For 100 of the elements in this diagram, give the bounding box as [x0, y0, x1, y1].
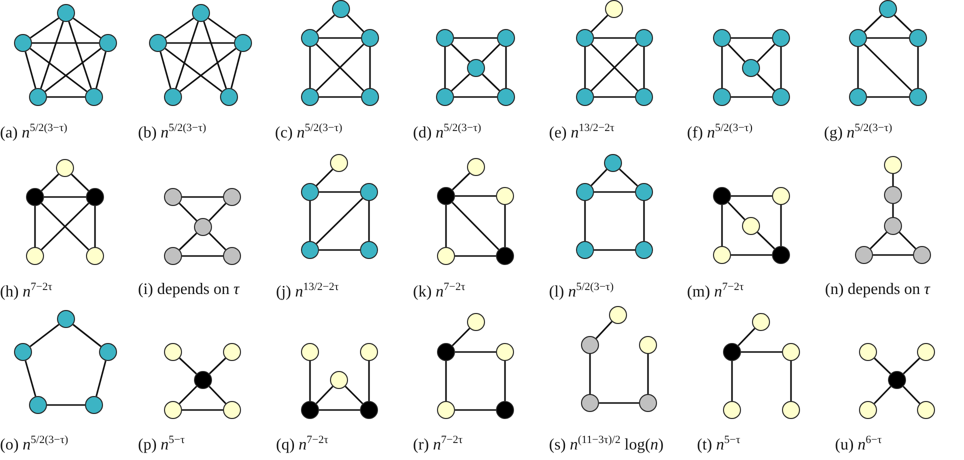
graph-edge — [444, 47, 446, 88]
graph-edge — [451, 74, 470, 92]
graph-edge — [316, 386, 334, 404]
graph-edge — [756, 232, 776, 250]
graph-edge — [731, 37, 772, 39]
graph-vertex — [909, 29, 927, 47]
graph-vertex — [496, 401, 514, 419]
graph-edge — [594, 249, 635, 251]
graph-edge — [867, 37, 909, 39]
graph-vertex — [164, 343, 182, 361]
graph-vertex — [772, 187, 790, 205]
graph-edge — [596, 321, 612, 339]
graph-edge — [164, 48, 222, 92]
graph-edge — [594, 191, 635, 193]
graph-vertex — [855, 246, 873, 264]
graph-edge — [619, 168, 638, 186]
graph-edge — [182, 255, 223, 257]
graph-vertex — [194, 218, 212, 236]
graph-edge — [95, 52, 107, 88]
graph-vertex — [360, 241, 378, 259]
graph-vertex — [360, 183, 378, 201]
graph-edge — [70, 174, 90, 192]
crossing-edges — [40, 202, 90, 250]
graph-vertex — [742, 59, 760, 77]
graph-vertex — [361, 29, 379, 47]
graph-edge — [182, 196, 223, 198]
graph-vertex — [437, 187, 455, 205]
graph-vertex — [57, 4, 75, 22]
graph-edge — [594, 37, 635, 39]
graph-edge — [24, 360, 36, 397]
graph-vertex — [635, 29, 653, 47]
graph-vertex — [496, 187, 514, 205]
graph-edge — [482, 74, 500, 92]
graph-vertex — [360, 343, 378, 361]
graph-vertex — [635, 88, 653, 106]
graph-edge — [180, 48, 236, 92]
graph-edge — [721, 205, 723, 246]
graph-edge — [731, 96, 772, 98]
graph-vertex — [581, 394, 599, 412]
graph-edge — [208, 386, 226, 404]
graph-edge — [346, 14, 364, 32]
graph-vertex — [772, 246, 790, 264]
graph-edge — [208, 18, 236, 38]
graph-vertex — [361, 88, 379, 106]
graph-vertex — [913, 246, 931, 264]
graph-edge — [894, 14, 912, 32]
graph-vertex — [301, 241, 319, 259]
graph-edge — [319, 249, 360, 251]
subfigure-caption: (e) n$^{13/2−2τ}$ — [549, 122, 614, 142]
graph-vertex — [576, 88, 594, 106]
graph-edge — [30, 324, 60, 348]
graph-edge — [452, 328, 470, 346]
graph-vertex — [772, 88, 790, 106]
graph-edge — [647, 354, 649, 394]
graph-edge — [643, 201, 645, 241]
subfigure-caption: (c) n$^{5/2(3−τ)}$ — [275, 122, 342, 142]
graph-edge — [874, 358, 892, 374]
graph-vertex — [56, 159, 74, 177]
graph-vertex — [782, 343, 800, 361]
graph-vertex — [301, 88, 319, 106]
graph-edge — [178, 386, 198, 404]
graph-edge — [47, 404, 85, 406]
graph-edge — [452, 202, 500, 250]
graph-vertex — [723, 343, 741, 361]
graph-edge — [857, 47, 859, 88]
subfigure-caption: (r) n$^{7−2τ}$ — [413, 434, 463, 454]
graph-edge — [167, 42, 234, 44]
graph-vertex — [576, 29, 594, 47]
graph-vertex — [149, 34, 167, 52]
graph-edge — [344, 386, 364, 404]
subfigure-caption: (d) n$^{5/2(3−τ)}$ — [413, 122, 482, 142]
graph-edge — [874, 386, 892, 404]
graph-vertex — [164, 401, 182, 419]
graph-edge — [780, 47, 782, 88]
graph-edge — [68, 21, 92, 89]
graph-edge — [892, 204, 894, 217]
graph-edge — [864, 14, 882, 32]
graph-edge — [175, 21, 199, 89]
graph-edge — [319, 37, 361, 39]
subfigure-caption: (k) n$^{7−2τ}$ — [413, 281, 466, 302]
graph-vertex — [909, 88, 927, 106]
graph-vertex — [223, 188, 241, 206]
graph-vertex — [220, 88, 238, 106]
graph-edge — [208, 202, 226, 222]
subfigure-caption: (b) n$^{5/2(3−τ)}$ — [138, 122, 206, 142]
graph-edge — [368, 361, 370, 401]
graph-vertex — [26, 188, 44, 206]
graph-edge — [721, 47, 723, 88]
graph-edge — [741, 351, 782, 353]
graph-vertex — [772, 29, 790, 47]
graph-edge — [482, 44, 500, 62]
graph-edge — [44, 48, 102, 92]
graph-edge — [790, 361, 792, 401]
graph-edge — [445, 361, 447, 401]
graph-edge — [30, 18, 60, 38]
graph-edge — [369, 47, 371, 88]
subfigure-caption: (i) depends on τ — [138, 281, 240, 299]
graph-edge — [870, 232, 888, 250]
graph-vertex — [609, 306, 627, 324]
graph-vertex — [467, 59, 485, 77]
